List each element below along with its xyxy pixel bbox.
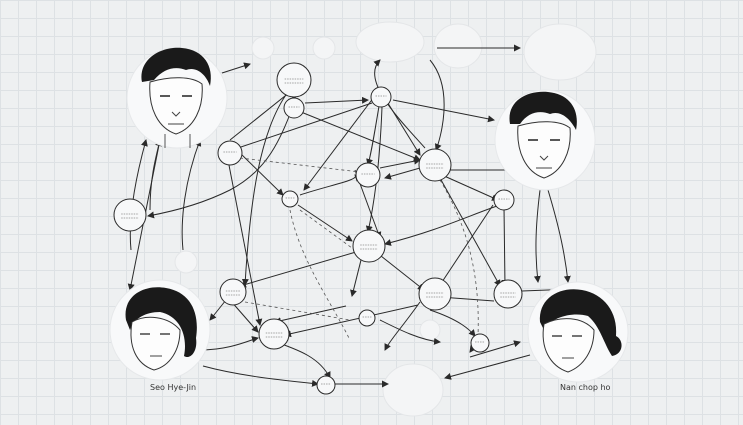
node-n12 <box>418 277 452 311</box>
nodes-layer <box>113 62 523 395</box>
portrait-top-left-man <box>126 47 228 149</box>
node-n16 <box>470 333 490 353</box>
node-n7 <box>113 198 147 232</box>
node-circle <box>283 97 305 119</box>
portrait-bottom-right-woman <box>527 281 629 383</box>
node-n2 <box>283 97 305 119</box>
node-circle <box>219 278 247 306</box>
node-circle <box>355 162 381 188</box>
node-circle <box>352 229 386 263</box>
node-n9 <box>493 189 515 211</box>
node-circle <box>113 198 147 232</box>
node-circle <box>493 189 515 211</box>
node-n15 <box>358 309 376 327</box>
node-n10 <box>352 229 386 263</box>
portraits-layer <box>109 47 629 383</box>
node-n11 <box>219 278 247 306</box>
portrait-top-right-man <box>494 89 596 191</box>
node-n6 <box>418 148 452 182</box>
node-n14 <box>258 318 290 350</box>
node-circle <box>276 62 312 98</box>
node-n1 <box>276 62 312 98</box>
node-circle <box>217 140 243 166</box>
node-circle <box>493 279 523 309</box>
portrait-label-nan-chop-ho: Nan chop ho <box>560 383 611 392</box>
portrait-bottom-left-woman <box>109 279 211 381</box>
faint-bubbles <box>174 21 597 417</box>
node-n3 <box>370 86 392 108</box>
node-circle <box>418 148 452 182</box>
node-circle <box>470 333 490 353</box>
node-n4 <box>217 140 243 166</box>
node-n13 <box>493 279 523 309</box>
node-n17 <box>316 375 336 395</box>
node-n8 <box>281 190 299 208</box>
node-circle <box>281 190 299 208</box>
connection-lines <box>127 44 601 388</box>
dashed-lines <box>239 157 479 341</box>
node-circle <box>316 375 336 395</box>
node-circle <box>370 86 392 108</box>
node-circle <box>258 318 290 350</box>
node-circle <box>418 277 452 311</box>
portrait-label-seo-hye-jin: Seo Hye-Jin <box>150 383 197 392</box>
node-n5 <box>355 162 381 188</box>
node-circle <box>358 309 376 327</box>
